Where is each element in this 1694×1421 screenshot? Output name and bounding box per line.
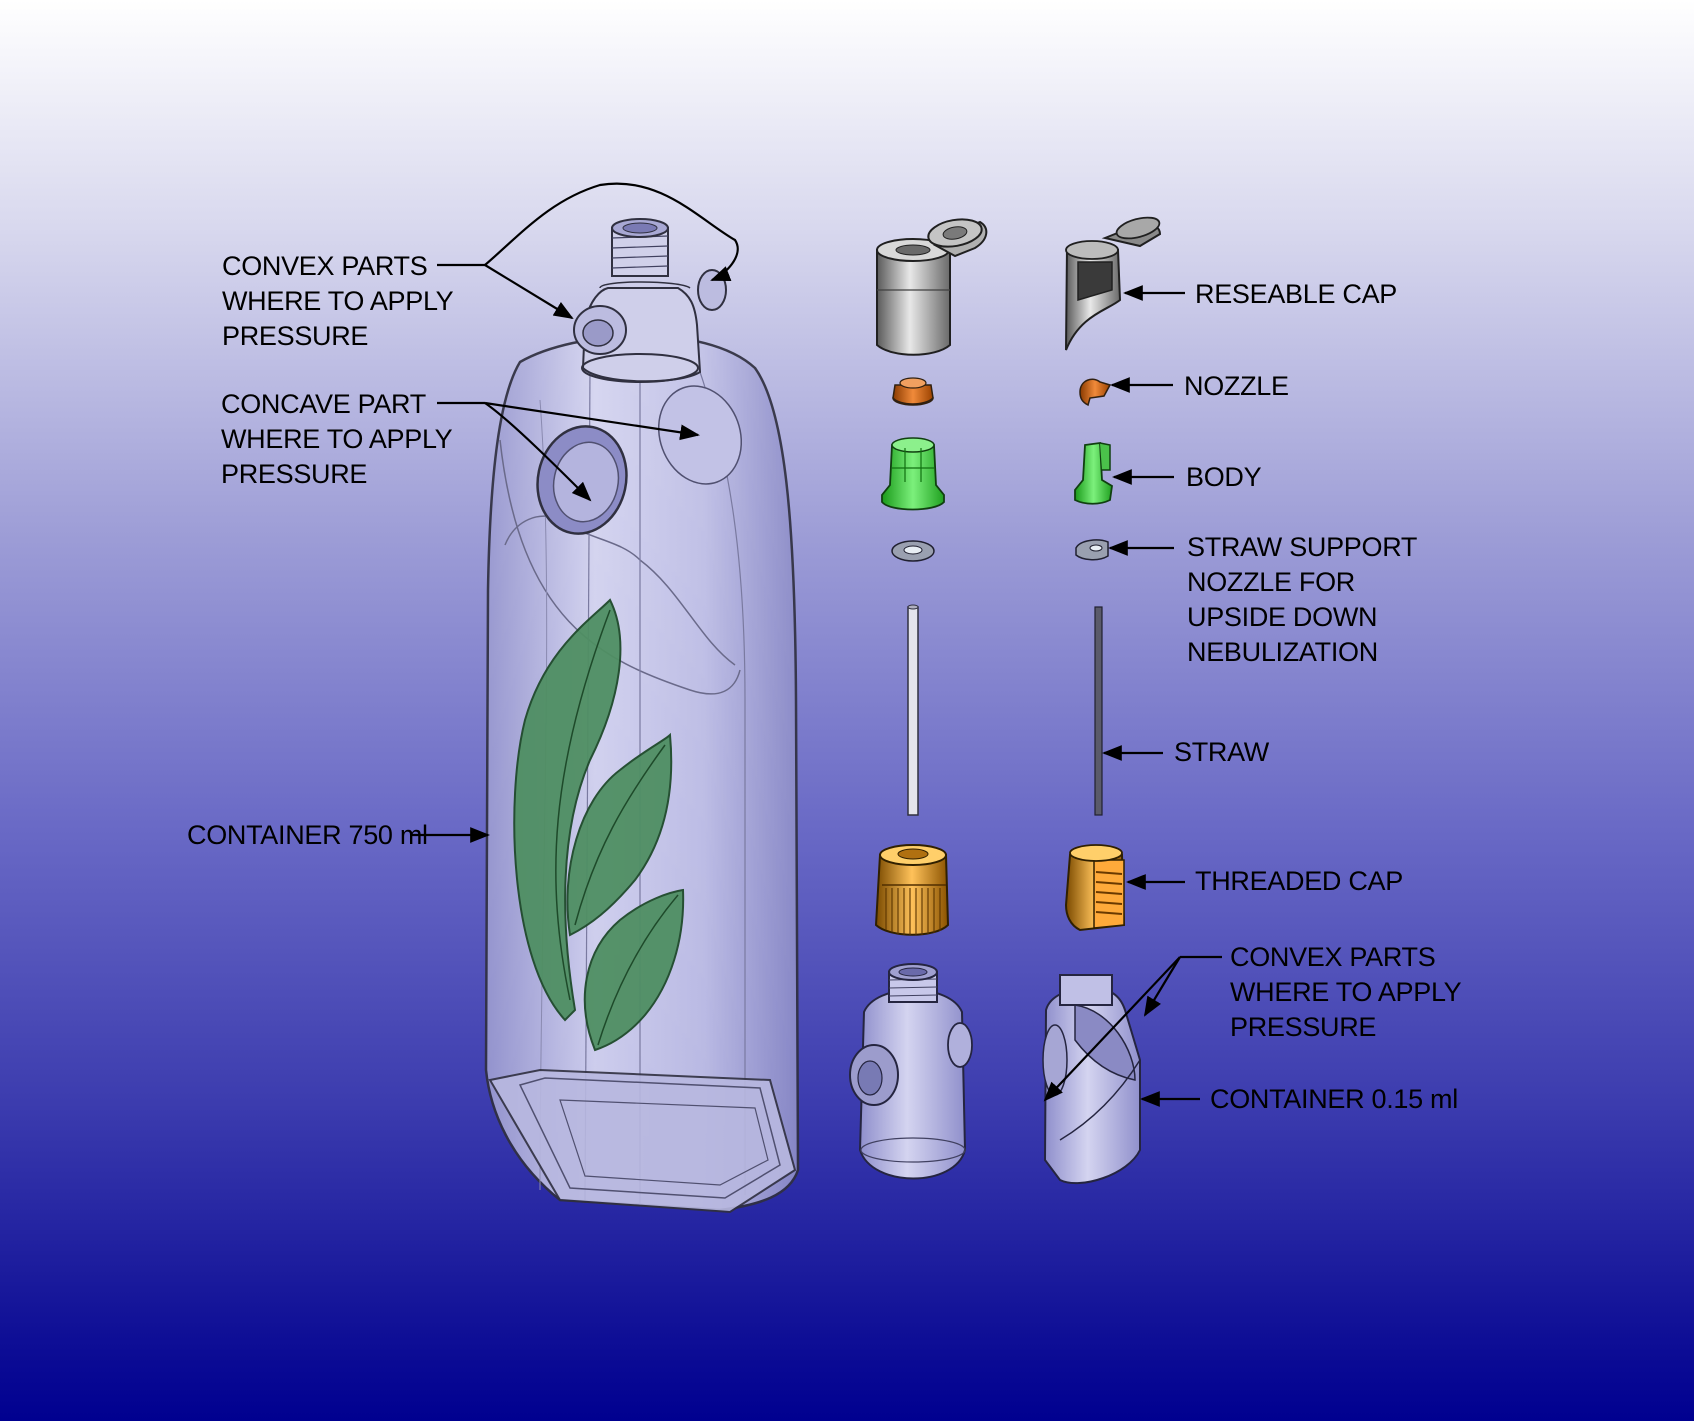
label-threaded-cap: THREADED CAP xyxy=(1195,864,1403,899)
label-container-750: CONTAINER 750 ml xyxy=(187,818,428,853)
label-line: PRESSURE xyxy=(1230,1012,1377,1042)
label-line: CONCAVE PART xyxy=(221,389,426,419)
label-line: THREADED CAP xyxy=(1195,866,1403,896)
label-line: NOZZLE FOR xyxy=(1187,567,1356,597)
label-line: PRESSURE xyxy=(221,459,368,489)
container-015-section xyxy=(1042,974,1141,1185)
label-line: RESEABLE CAP xyxy=(1195,279,1397,309)
label-line: BODY xyxy=(1186,462,1262,492)
label-line: NOZZLE xyxy=(1184,371,1289,401)
straw-support-part xyxy=(891,540,935,562)
label-container-015: CONTAINER 0.15 ml xyxy=(1210,1082,1458,1117)
leader-lines xyxy=(410,182,1222,1107)
label-line: CONVEX PARTS xyxy=(1230,942,1436,972)
label-straw: STRAW xyxy=(1174,735,1269,770)
label-line: STRAW SUPPORT xyxy=(1187,532,1418,562)
label-line: STRAW xyxy=(1174,737,1269,767)
label-line: WHERE TO APPLY xyxy=(1230,977,1462,1007)
container-015-bottle xyxy=(849,963,973,1180)
label-line: WHERE TO APPLY xyxy=(221,424,453,454)
label-line: PRESSURE xyxy=(222,321,369,351)
reseable-cap-part xyxy=(876,218,988,356)
label-convex-parts-bottom: CONVEX PARTS WHERE TO APPLY PRESSURE xyxy=(1230,940,1462,1045)
threaded-cap-part xyxy=(874,844,950,936)
body-section xyxy=(1074,441,1113,505)
label-nozzle: NOZZLE xyxy=(1184,369,1289,404)
label-convex-parts-top: CONVEX PARTS WHERE TO APPLY PRESSURE xyxy=(222,249,454,354)
label-straw-support: STRAW SUPPORT NOZZLE FOR UPSIDE DOWN NEB… xyxy=(1187,530,1417,670)
label-line: CONTAINER 750 ml xyxy=(187,820,428,850)
label-line: WHERE TO APPLY xyxy=(222,286,454,316)
straw-section xyxy=(1094,606,1103,816)
label-line: CONTAINER 0.15 ml xyxy=(1210,1084,1458,1114)
body-part xyxy=(881,437,945,511)
label-line: CONVEX PARTS xyxy=(222,251,428,281)
label-line: UPSIDE DOWN xyxy=(1187,602,1378,632)
reseable-cap-section xyxy=(1065,216,1162,351)
container-750-bottle xyxy=(484,218,800,1214)
leaf-decoration xyxy=(513,598,685,1052)
label-reseable-cap: RESEABLE CAP xyxy=(1195,277,1397,312)
label-line: NEBULIZATION xyxy=(1187,637,1378,667)
nozzle-section xyxy=(1079,378,1112,407)
threaded-cap-section xyxy=(1064,844,1126,932)
straw-support-section xyxy=(1075,539,1109,561)
label-concave-part: CONCAVE PART WHERE TO APPLY PRESSURE xyxy=(221,387,453,492)
straw-part xyxy=(907,604,919,816)
nozzle-part xyxy=(892,377,934,406)
label-body: BODY xyxy=(1186,460,1262,495)
